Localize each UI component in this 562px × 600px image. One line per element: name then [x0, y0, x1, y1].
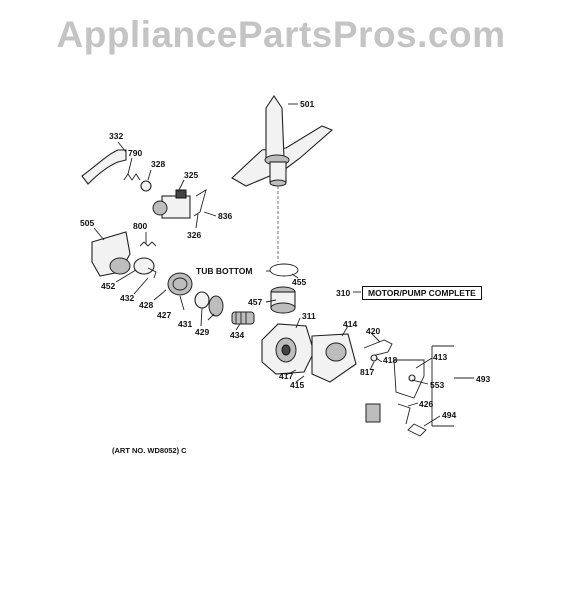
- callout-310: 310: [336, 288, 351, 298]
- callout-415: 415: [290, 380, 305, 390]
- callout-836: 836: [218, 211, 233, 221]
- motor-pump-complete-label: MOTOR/PUMP COMPLETE: [362, 286, 482, 300]
- spring-800: [139, 241, 157, 247]
- callout-413: 413: [433, 352, 448, 362]
- tub-bottom-label: TUB BOTTOM: [196, 266, 253, 276]
- bracket-326: [193, 189, 207, 217]
- callout-452: 452: [101, 281, 116, 291]
- clip-432: [147, 267, 157, 279]
- bracket-assembly-493: [365, 345, 454, 437]
- callout-817: 817: [360, 367, 375, 377]
- housing-505: [91, 231, 131, 277]
- leader-lines: [93, 103, 474, 427]
- callout-457: 457: [248, 297, 263, 307]
- spring-790: [123, 173, 141, 181]
- callout-328: 328: [151, 159, 166, 169]
- callout-427: 427: [157, 310, 172, 320]
- callout-414: 414: [343, 319, 358, 329]
- seal-457: [270, 286, 296, 314]
- ring-452: [133, 257, 155, 275]
- clip-418: [370, 354, 378, 362]
- watermark: AppliancePartsPros.com: [56, 14, 506, 55]
- disk-431: [208, 295, 224, 317]
- callout-790: 790: [128, 148, 143, 158]
- callout-501: 501: [300, 99, 315, 109]
- hose-332: [81, 149, 127, 185]
- callout-420: 420: [366, 326, 381, 336]
- callout-432: 432: [120, 293, 135, 303]
- callout-455: 455: [292, 277, 307, 287]
- callout-800: 800: [133, 221, 148, 231]
- callout-428: 428: [139, 300, 154, 310]
- art-number: (ART NO. WD8052) C: [112, 446, 187, 455]
- tub-bottom-ring-455: [269, 263, 299, 277]
- bracket-420: [363, 339, 393, 357]
- callout-493: 493: [476, 374, 491, 384]
- motor: [311, 333, 357, 383]
- callout-505: 505: [80, 218, 95, 228]
- callout-434: 434: [230, 330, 245, 340]
- callout-332: 332: [109, 131, 124, 141]
- callout-418: 418: [383, 355, 398, 365]
- callout-431: 431: [178, 319, 193, 329]
- callout-553: 553: [430, 380, 445, 390]
- callout-325: 325: [184, 170, 199, 180]
- spray-arm-501: [231, 95, 334, 187]
- valve-325: [152, 189, 191, 219]
- ring-429: [194, 291, 210, 309]
- screen-427: [167, 272, 193, 296]
- callout-417: 417: [279, 371, 294, 381]
- callout-494: 494: [442, 410, 457, 420]
- callout-311: 311: [302, 311, 316, 321]
- ring-328: [140, 180, 152, 192]
- callout-429: 429: [195, 327, 210, 337]
- callout-326: 326: [187, 230, 202, 240]
- callout-426: 426: [419, 399, 434, 409]
- pump-housing-311: [261, 323, 315, 375]
- impeller-434: [231, 311, 255, 325]
